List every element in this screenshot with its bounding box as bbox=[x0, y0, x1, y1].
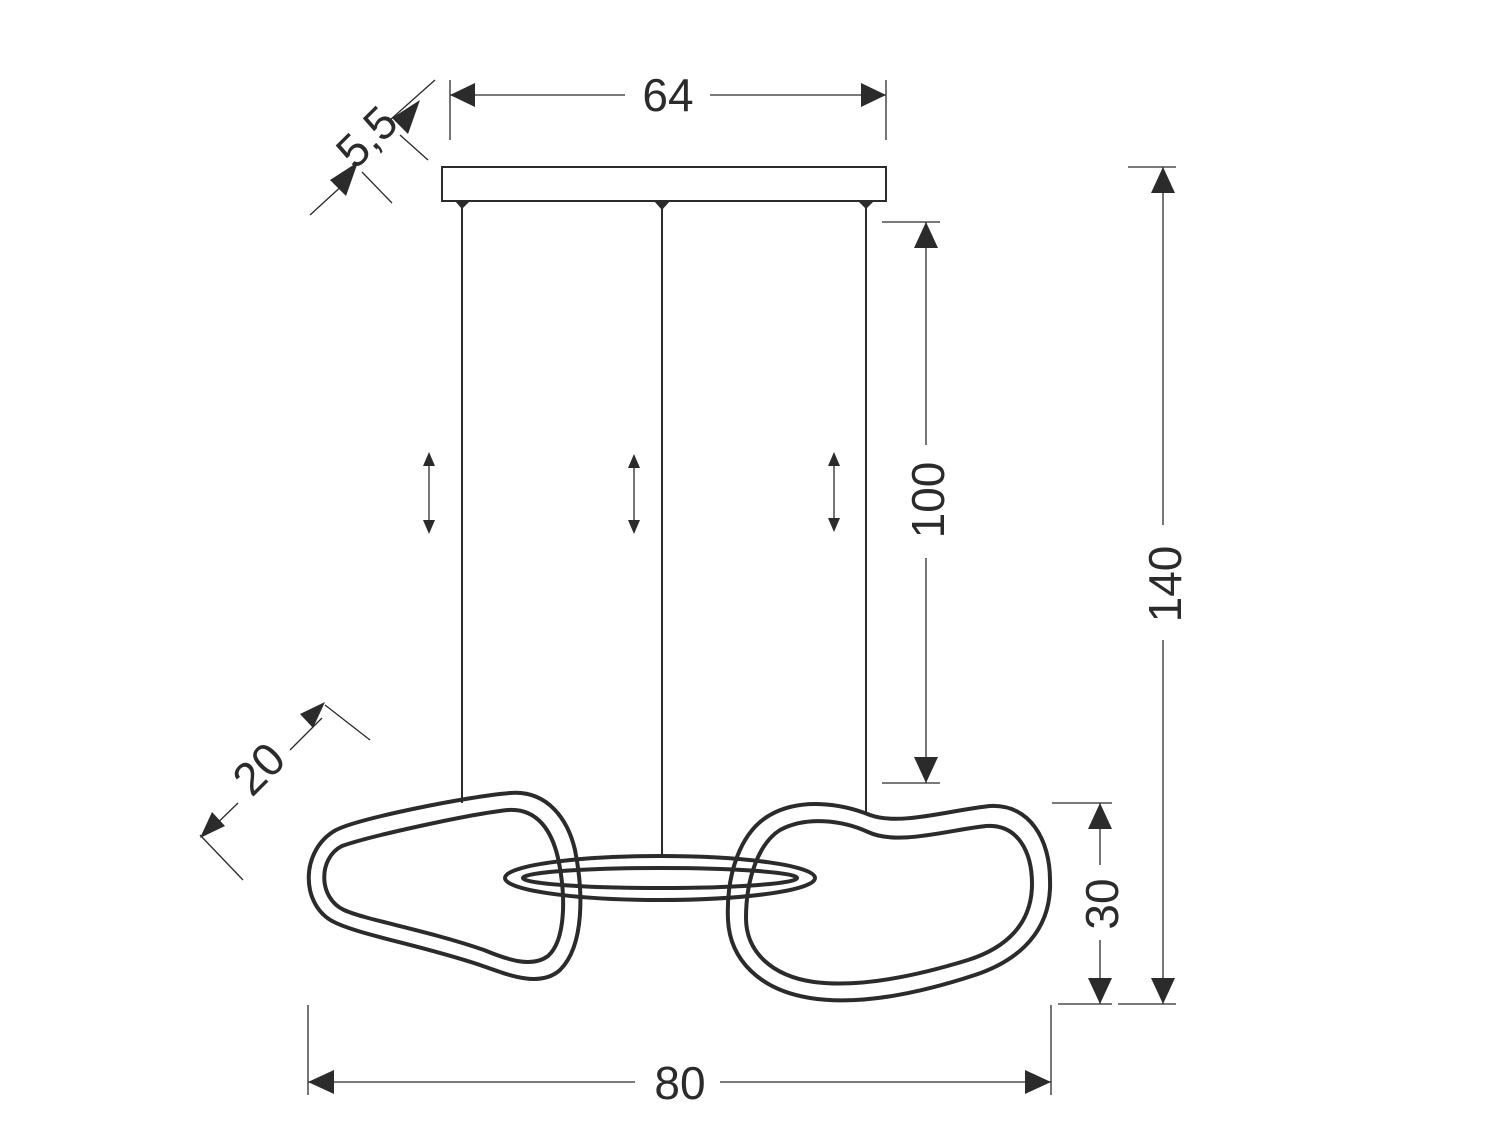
dimension-cable-length: 100 bbox=[882, 221, 954, 784]
adjustable-length-icon-right bbox=[828, 452, 840, 532]
middle-ring-shade bbox=[503, 854, 817, 902]
dimension-canopy-width: 64 bbox=[449, 69, 887, 140]
adjustable-length-icon-left bbox=[423, 452, 435, 534]
right-ring-shade bbox=[725, 802, 1053, 1003]
ceiling-canopy bbox=[441, 166, 887, 210]
ring-depth-label: 20 bbox=[222, 732, 295, 805]
total-height-label: 140 bbox=[1139, 546, 1191, 623]
canopy-depth-label: 5,5 bbox=[326, 96, 408, 178]
dimension-canopy-depth: 5,5 bbox=[309, 79, 436, 216]
adjustable-length-icon-middle bbox=[628, 454, 640, 534]
dimension-ring-depth: 20 bbox=[199, 702, 371, 881]
dimension-total-height: 140 bbox=[1118, 166, 1191, 1005]
canopy-width-label: 64 bbox=[642, 69, 693, 121]
cable-length-label: 100 bbox=[902, 462, 954, 539]
suspension-cables bbox=[461, 205, 867, 858]
total-width-label: 80 bbox=[654, 1057, 705, 1109]
dimension-ring-height: 30 bbox=[1052, 802, 1128, 1005]
left-ring-shade bbox=[306, 790, 583, 981]
dimension-total-width: 80 bbox=[307, 1005, 1052, 1109]
ring-height-label: 30 bbox=[1076, 878, 1128, 929]
